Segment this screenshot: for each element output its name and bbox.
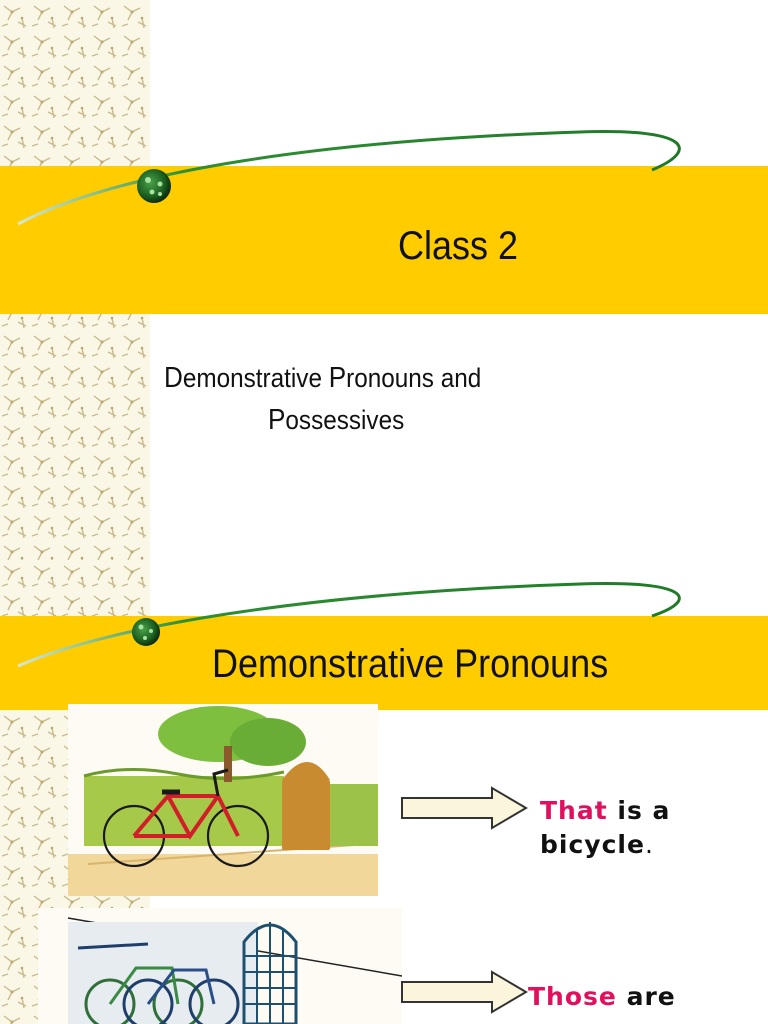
arrow-right-icon [401,786,528,830]
arrow-right-icon [401,970,528,1014]
slide-title: Demonstrative Pronouns [212,642,609,686]
slide-title: Class 2 [398,224,519,268]
slide-demonstrative-pronouns: Demonstrative Pronouns That is a [0,560,768,1024]
title-band [0,166,768,314]
slide-class-2: Class 2 Demonstrative Pronouns and Posse… [0,0,768,560]
bicycles-picture [38,908,402,1024]
example-sentence-2: Those are [528,982,676,1011]
bicycle-picture [68,704,378,896]
subtitle-line-2: Possessives [268,404,405,436]
example-sentence-1: That is a bicycle. [540,796,671,859]
subtitle-line-1: Demonstrative Pronouns and [164,362,482,394]
